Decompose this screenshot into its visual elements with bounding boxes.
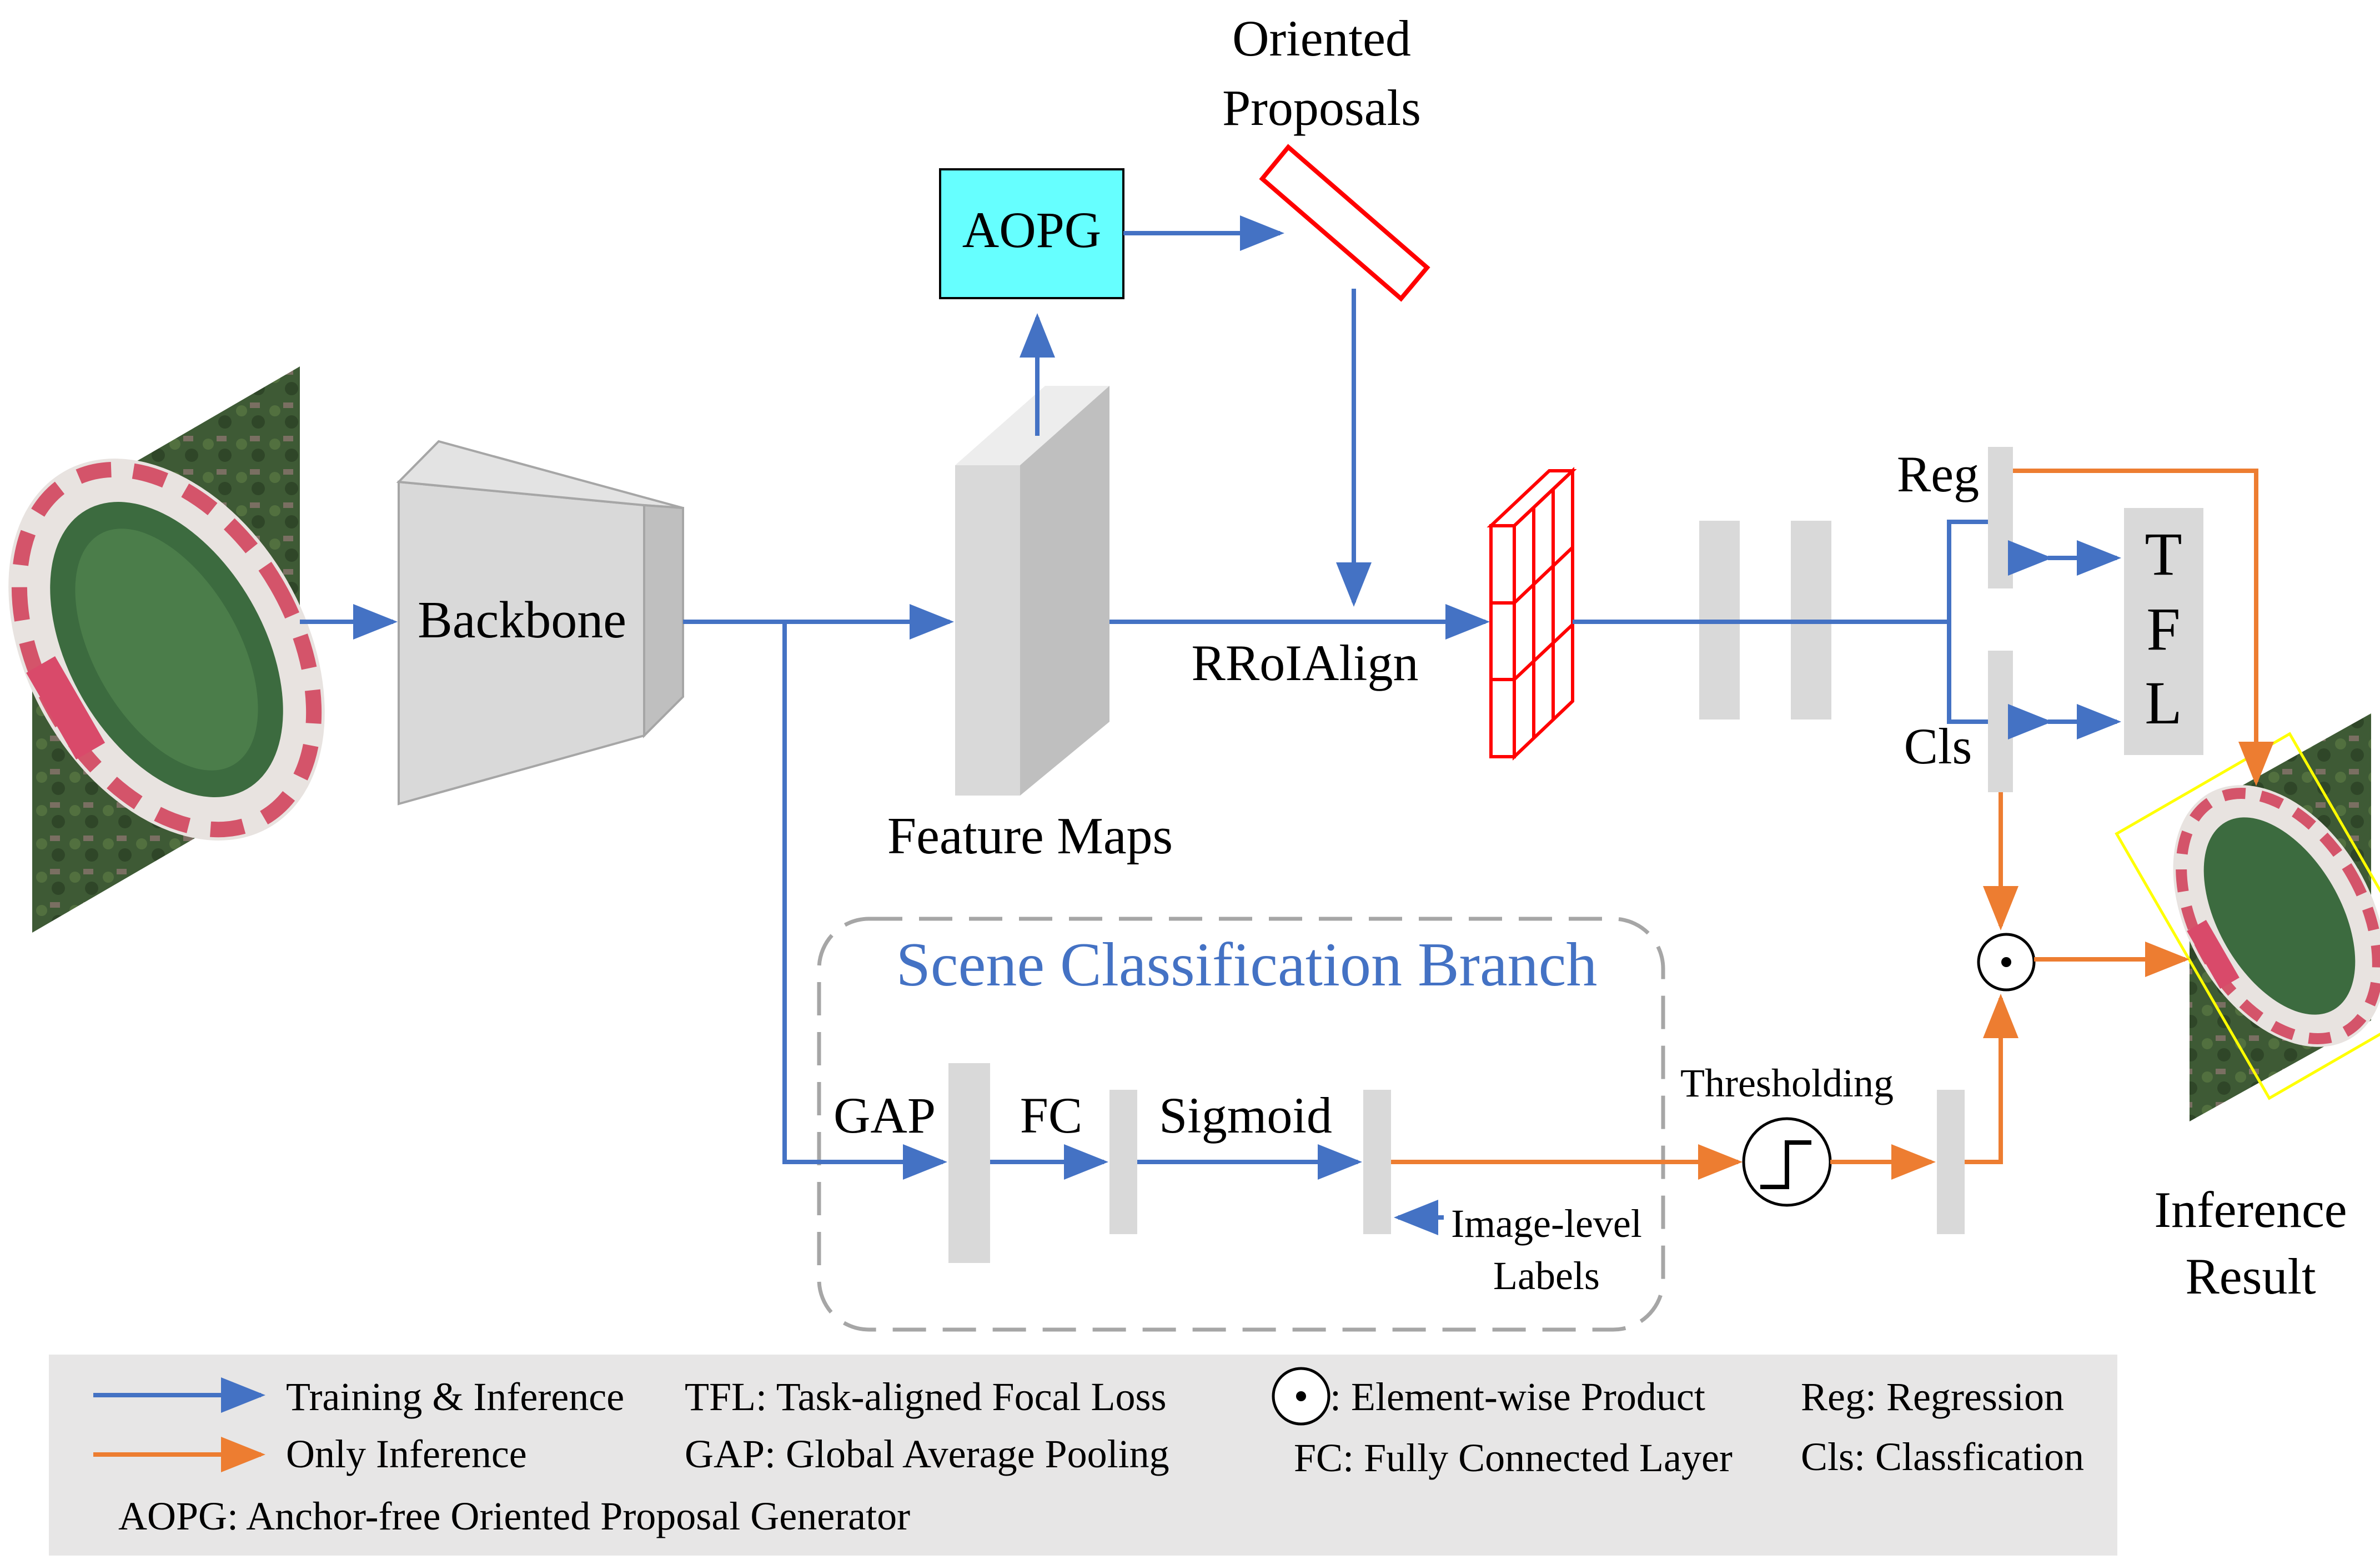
input-aerial-image — [8, 366, 325, 933]
blue-arrows — [300, 215, 2121, 1235]
tfl-letter-f: F — [2146, 595, 2180, 663]
arrow-backbone-to-gap — [782, 622, 947, 1180]
inference-result-image — [2115, 713, 2380, 1121]
fc-block — [1109, 1090, 1137, 1234]
legend-reg: Reg: Regression — [1801, 1375, 2064, 1419]
aopg-label: AOPG — [962, 202, 1101, 258]
scene-branch-dashed-frame — [817, 917, 1665, 1332]
oriented-proposals-label-line2: Proposals — [1222, 79, 1421, 136]
gap-label: GAP — [833, 1087, 936, 1144]
line-head-to-cls — [1947, 622, 1988, 724]
tfl-block: T F L — [2124, 508, 2203, 755]
image-level-label-line2: Labels — [1493, 1254, 1600, 1298]
tfl-letter-t: T — [2145, 520, 2182, 588]
sigmoid-block — [1363, 1090, 1391, 1234]
backbone-block: Backbone — [396, 440, 684, 806]
sigmoid-label: Sigmoid — [1159, 1087, 1332, 1144]
legend-element-wise: : Element-wise Product — [1330, 1375, 1705, 1419]
legend-background — [49, 1355, 2117, 1556]
rroialign-label: RRoIAlign — [1192, 635, 1419, 691]
legend-training-inference: Training & Inference — [286, 1375, 624, 1419]
oriented-proposals-label-line1: Oriented — [1232, 10, 1411, 67]
cls-head-block — [1988, 651, 2013, 792]
image-level-label-line1: Image-level — [1451, 1201, 1642, 1246]
thresholding-label: Thresholding — [1680, 1061, 1894, 1105]
inference-result-label-line1: Inference — [2154, 1181, 2347, 1238]
tfl-letter-l: L — [2145, 669, 2182, 737]
legend-gap: GAP: Global Average Pooling — [685, 1432, 1169, 1476]
gap-block — [948, 1063, 990, 1263]
feature-maps-label: Feature Maps — [887, 807, 1173, 865]
aopg-block: AOPG — [939, 168, 1124, 299]
legend-tfl: TFL: Task-aligned Focal Loss — [685, 1375, 1167, 1419]
scene-branch-title: Scene Classification Branch — [896, 930, 1598, 999]
legend-cls: Cls: Classfication — [1801, 1435, 2084, 1479]
cls-label: Cls — [1904, 718, 1972, 774]
legend-element-wise-icon — [1272, 1367, 1330, 1426]
oriented-proposal-box — [1259, 144, 1430, 302]
orange-arrows — [1391, 469, 2274, 1180]
inference-result-label-line2: Result — [2185, 1248, 2316, 1305]
legend: Training & Inference Only Inference TFL:… — [49, 1355, 2117, 1556]
reg-head-block — [1988, 447, 2013, 588]
reg-label: Reg — [1897, 446, 1979, 502]
feature-maps-block: Feature Maps — [887, 386, 1173, 865]
backbone-label: Backbone — [418, 591, 626, 649]
arrow-block-to-product — [1965, 994, 2019, 1164]
legend-fc: FC: Fully Connected Layer — [1294, 1436, 1733, 1480]
element-wise-product-icon — [1977, 933, 2036, 992]
threshold-output-block — [1937, 1090, 1965, 1234]
fc-label: FC — [1020, 1087, 1083, 1144]
arrow-reg-to-result — [2013, 469, 2274, 786]
legend-aopg: AOPG: Anchor-free Oriented Proposal Gene… — [118, 1494, 910, 1538]
rroi-feature-grid — [1487, 467, 1577, 761]
line-head-to-reg — [1947, 520, 1988, 622]
legend-only-inference: Only Inference — [286, 1432, 527, 1476]
thresholding-step-icon — [1742, 1117, 1832, 1207]
